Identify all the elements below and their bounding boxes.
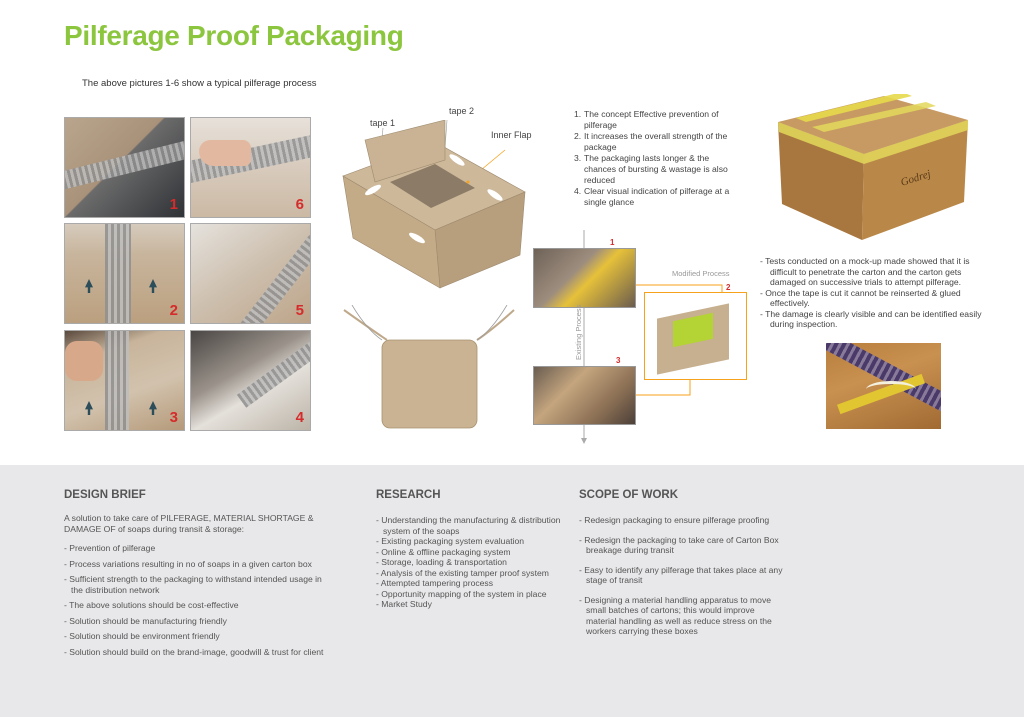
research-list: - Understanding the manufacturing & dist… — [376, 515, 561, 610]
flow-photo-3 — [533, 366, 636, 425]
flow-photo-1 — [533, 248, 636, 308]
list-item: - Existing packaging system evaluation — [376, 536, 525, 546]
list-item: 1.The concept Effective prevention of pi… — [574, 109, 719, 130]
cut-tape-photo — [826, 343, 941, 429]
list-item: 2.It increases the overall strength of t… — [574, 131, 728, 152]
photo-number: 6 — [295, 196, 304, 213]
pilferage-photo-3: 3 — [64, 330, 185, 431]
pilferage-photo-6: 6 — [190, 117, 311, 218]
design-brief-section: A solution to take care of PILFERAGE, MA… — [64, 513, 330, 657]
list-item: - Storage, loading & transportation — [376, 557, 507, 567]
list-item: - Solution should be environment friendl… — [64, 631, 220, 641]
existing-process-label: Existing Process — [574, 304, 583, 360]
flow-step-3-number: 3 — [616, 356, 621, 365]
list-item: - Attempted tampering process — [376, 578, 494, 588]
tape-2-label: tape 2 — [449, 106, 475, 116]
list-item: - Easy to identify any pilferage that ta… — [579, 564, 783, 586]
scope-list: - Redesign packaging to ensure pilferage… — [579, 515, 784, 637]
research-heading: RESEARCH — [376, 489, 441, 501]
list-item: - Market Study — [376, 599, 432, 609]
design-brief-heading: DESIGN BRIEF — [64, 489, 146, 501]
pilferage-photo-5: 5 — [190, 223, 311, 324]
concept-list: 1.The concept Effective prevention of pi… — [574, 109, 734, 208]
carton-side-diagram — [343, 305, 515, 429]
tape-1-label: tape 1 — [370, 118, 396, 128]
taped-carton-photo: Godrej — [778, 94, 968, 240]
list-item: - Redesign packaging to ensure pilferage… — [579, 515, 770, 525]
modified-process-label: Modified Process — [672, 269, 730, 278]
list-item: - Prevention of pilferage — [64, 543, 156, 553]
list-item: - Opportunity mapping of the system in p… — [376, 588, 547, 599]
list-item: - Solution should be manufacturing frien… — [64, 615, 227, 626]
list-item: 3.The packaging lasts longer & the chanc… — [574, 153, 728, 185]
test-findings-list: - Tests conducted on a mock-up made show… — [760, 256, 984, 330]
list-item: - Tests conducted on a mock-up made show… — [760, 256, 970, 287]
list-item: - Analysis of the existing tamper proof … — [376, 567, 549, 578]
list-item: - Online & offline packaging system — [376, 546, 511, 557]
list-item: - Redesign the packaging to take care of… — [579, 534, 779, 556]
flow-step-1-number: 1 — [610, 238, 615, 247]
pilferage-photo-4: 4 — [190, 330, 311, 431]
brief-panel — [0, 465, 1024, 717]
list-item: - Once the tape is cut it cannot be rein… — [760, 287, 961, 309]
open-carton-diagram — [342, 120, 526, 289]
list-item: - Understanding the manufacturing & dist… — [376, 515, 561, 536]
photo-number: 4 — [295, 409, 304, 426]
list-item: - Designing a material handling apparatu… — [579, 594, 772, 637]
design-brief-intro: A solution to take care of PILFERAGE, MA… — [64, 513, 314, 534]
design-brief-list: - Prevention of pilferage - Process vari… — [64, 543, 330, 657]
photo-number: 3 — [169, 409, 178, 426]
list-item: - Sufficient strength to the packaging t… — [64, 574, 322, 595]
list-item: 4.Clear visual indication of pilferage a… — [574, 186, 730, 207]
page-title: Pilferage Proof Packaging — [64, 20, 404, 51]
list-item: - The above solutions should be cost-eff… — [64, 600, 239, 610]
flow-photo-2 — [644, 292, 747, 380]
photo-number: 2 — [169, 302, 178, 319]
list-item: - The damage is clearly visible and can … — [760, 308, 982, 330]
scope-heading: SCOPE OF WORK — [579, 489, 679, 501]
photo-caption: The above pictures 1-6 show a typical pi… — [82, 78, 317, 89]
photo-number: 5 — [295, 302, 304, 319]
list-item: - Solution should build on the brand-ima… — [64, 646, 324, 657]
pilferage-photo-1: 1 — [64, 117, 185, 218]
flow-step-2-number: 2 — [726, 283, 731, 292]
pilferage-photo-2: 2 — [64, 223, 185, 324]
list-item: - Process variations resulting in no of … — [64, 558, 312, 569]
inner-flap-label: Inner Flap — [491, 130, 532, 140]
photo-number: 1 — [169, 196, 178, 213]
